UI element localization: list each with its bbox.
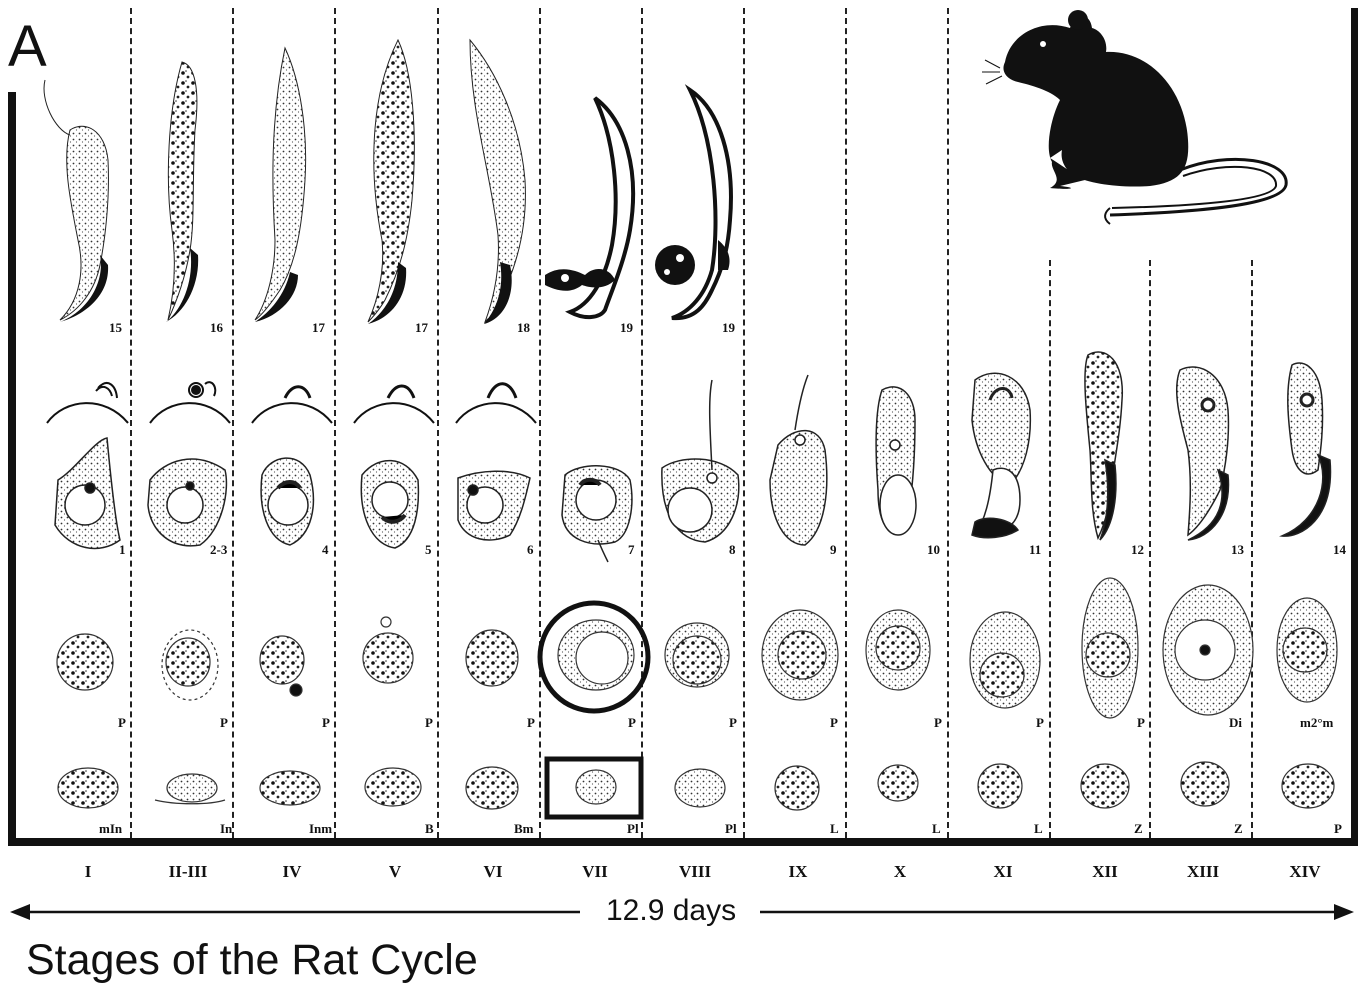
- spermatocyte-label: P: [830, 716, 838, 729]
- base-cell-label: Pl: [627, 822, 639, 835]
- spermatocyte-label: P: [1036, 716, 1044, 729]
- early-spermatid-step-label: 5: [425, 543, 432, 556]
- spermatocyte-label: P: [118, 716, 126, 729]
- early-spermatid-step-label: 11: [1029, 543, 1041, 556]
- base-cell-row: [58, 762, 1334, 810]
- spermatid-step-label: 15: [109, 321, 122, 334]
- early-spermatid-step-label: 13: [1231, 543, 1244, 556]
- spermatocyte-row: [57, 578, 1337, 718]
- early-spermatid-step-label: 2-3: [210, 543, 227, 556]
- early-spermatid-step-label: 1: [119, 543, 126, 556]
- base-cell-label: In: [220, 822, 232, 835]
- spermatid-step-label: 17: [415, 321, 428, 334]
- stage-label: IX: [758, 862, 838, 882]
- stage-label: I: [48, 862, 128, 882]
- stage-label: IV: [252, 862, 332, 882]
- base-cell-label: L: [1034, 822, 1043, 835]
- spermatid-step-label: 19: [722, 321, 735, 334]
- spermatocyte-label: P: [628, 716, 636, 729]
- spermatocyte-label: P: [729, 716, 737, 729]
- base-cell-label: L: [830, 822, 839, 835]
- spermatocyte-label: P: [934, 716, 942, 729]
- early-spermatid-step-label: 10: [927, 543, 940, 556]
- early-spermatid-step-label: 14: [1333, 543, 1346, 556]
- duration-row: 12.9 days: [10, 892, 1356, 932]
- stage-label: XIV: [1265, 862, 1345, 882]
- stage-label: VIII: [655, 862, 735, 882]
- stage-label: XI: [963, 862, 1043, 882]
- base-cell-label: B: [425, 822, 434, 835]
- spermatocyte-label: P: [220, 716, 228, 729]
- cycle-duration-label: 12.9 days: [602, 894, 740, 928]
- early-spermatid-step-label: 8: [729, 543, 736, 556]
- figure-caption: Stages of the Rat Cycle: [26, 936, 478, 985]
- early-spermatid-step-label: 4: [322, 543, 329, 556]
- base-cell-label: L: [932, 822, 941, 835]
- spermatid-step-label: 19: [620, 321, 633, 334]
- early-spermatid-step-label: 6: [527, 543, 534, 556]
- late-spermatid-row: [44, 40, 731, 324]
- spermatocyte-label: Di: [1229, 716, 1242, 729]
- acrosome-cap-icon: [47, 382, 536, 423]
- base-cell-label: Inm: [309, 822, 332, 835]
- stage-label: VII: [555, 862, 635, 882]
- stage-label: X: [860, 862, 940, 882]
- base-cell-label: Z: [1234, 822, 1243, 835]
- spermatocyte-label: m2°m: [1300, 716, 1333, 729]
- stage-label: V: [355, 862, 435, 882]
- stage-label: II-III: [148, 862, 228, 882]
- stage-label: XII: [1065, 862, 1145, 882]
- early-spermatid-row: [55, 352, 1330, 562]
- spermatid-step-label: 16: [210, 321, 223, 334]
- spermatocyte-label: P: [1137, 716, 1145, 729]
- stage-label: VI: [453, 862, 533, 882]
- spermatid-step-label: 18: [517, 321, 530, 334]
- spermatocyte-label: P: [322, 716, 330, 729]
- spermatocyte-label: P: [425, 716, 433, 729]
- early-spermatid-step-label: 7: [628, 543, 635, 556]
- early-spermatid-step-label: 12: [1131, 543, 1144, 556]
- spermatocyte-label: P: [527, 716, 535, 729]
- base-cell-label: Pl: [725, 822, 737, 835]
- base-cell-label: Bm: [514, 822, 534, 835]
- base-cell-label: Z: [1134, 822, 1143, 835]
- base-cell-label: mIn: [99, 822, 122, 835]
- stage-label: XIII: [1163, 862, 1243, 882]
- early-spermatid-step-label: 9: [830, 543, 837, 556]
- rat-illustration: [982, 10, 1286, 224]
- base-cell-label: P: [1334, 822, 1342, 835]
- spermatid-step-label: 17: [312, 321, 325, 334]
